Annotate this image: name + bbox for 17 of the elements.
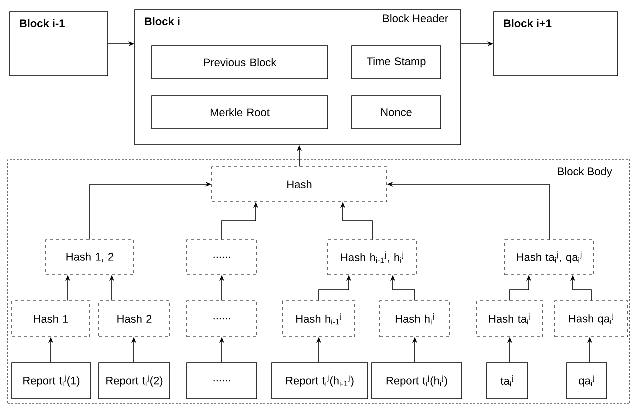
report-box: Report t$_{i}$$^{j}$(2)	[98, 362, 170, 400]
report-box: Report t$_{i}$$^{j}$(h$_{i-1}$$^{j}$)	[272, 362, 368, 400]
field-box: Merkle Root	[152, 96, 328, 130]
hash-box: Hash	[212, 166, 388, 202]
hash-box: ......	[186, 240, 258, 276]
field-box: Time Stamp	[352, 46, 442, 80]
report-box: ......	[186, 362, 258, 400]
field-box: Previous Block	[152, 46, 328, 80]
hash-box: Hash 1, 2	[46, 240, 134, 276]
field-box: Nonce	[352, 96, 442, 130]
report-box: Report t$_{i}$$^{j}$(1)	[12, 362, 92, 400]
hash-box: Hash 1	[12, 300, 90, 338]
block-box: Block i-1	[10, 12, 108, 76]
hash-box: ......	[186, 300, 258, 338]
report-box: Report t$_{i}$$^{j}$(h$_{i}$$^{j}$)	[372, 362, 462, 400]
block-box: Block i+1	[494, 12, 618, 76]
hash-box: Hash 2	[98, 300, 170, 338]
